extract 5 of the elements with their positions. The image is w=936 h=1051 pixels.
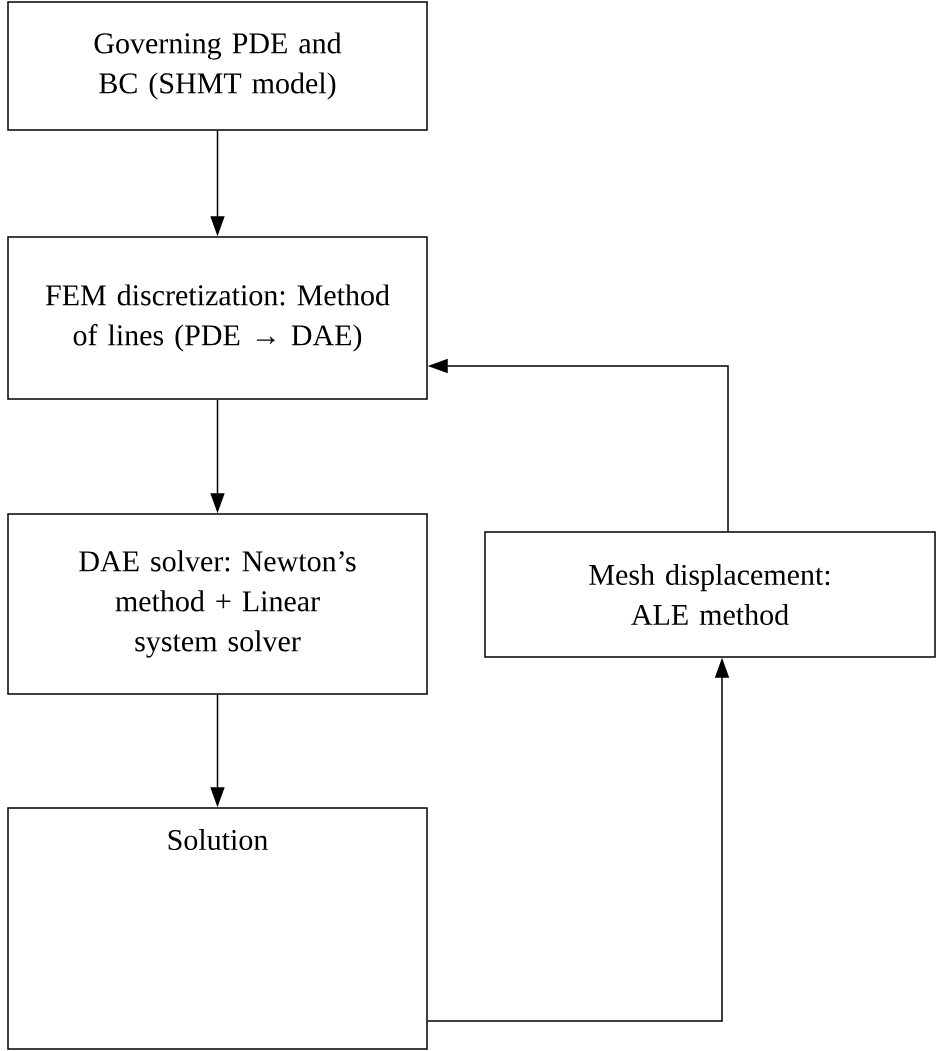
process-box: FEM discretization: Method of lines (PDE → DAE) xyxy=(7,236,428,400)
process-box: Mesh displacement: ALE method xyxy=(484,531,936,658)
process-box: Solution xyxy=(7,807,428,1050)
process-box: DAE solver: Newton’s method + Linear system solver xyxy=(7,513,428,695)
process-box: Governing PDE and BC (SHMT model) xyxy=(7,1,428,131)
